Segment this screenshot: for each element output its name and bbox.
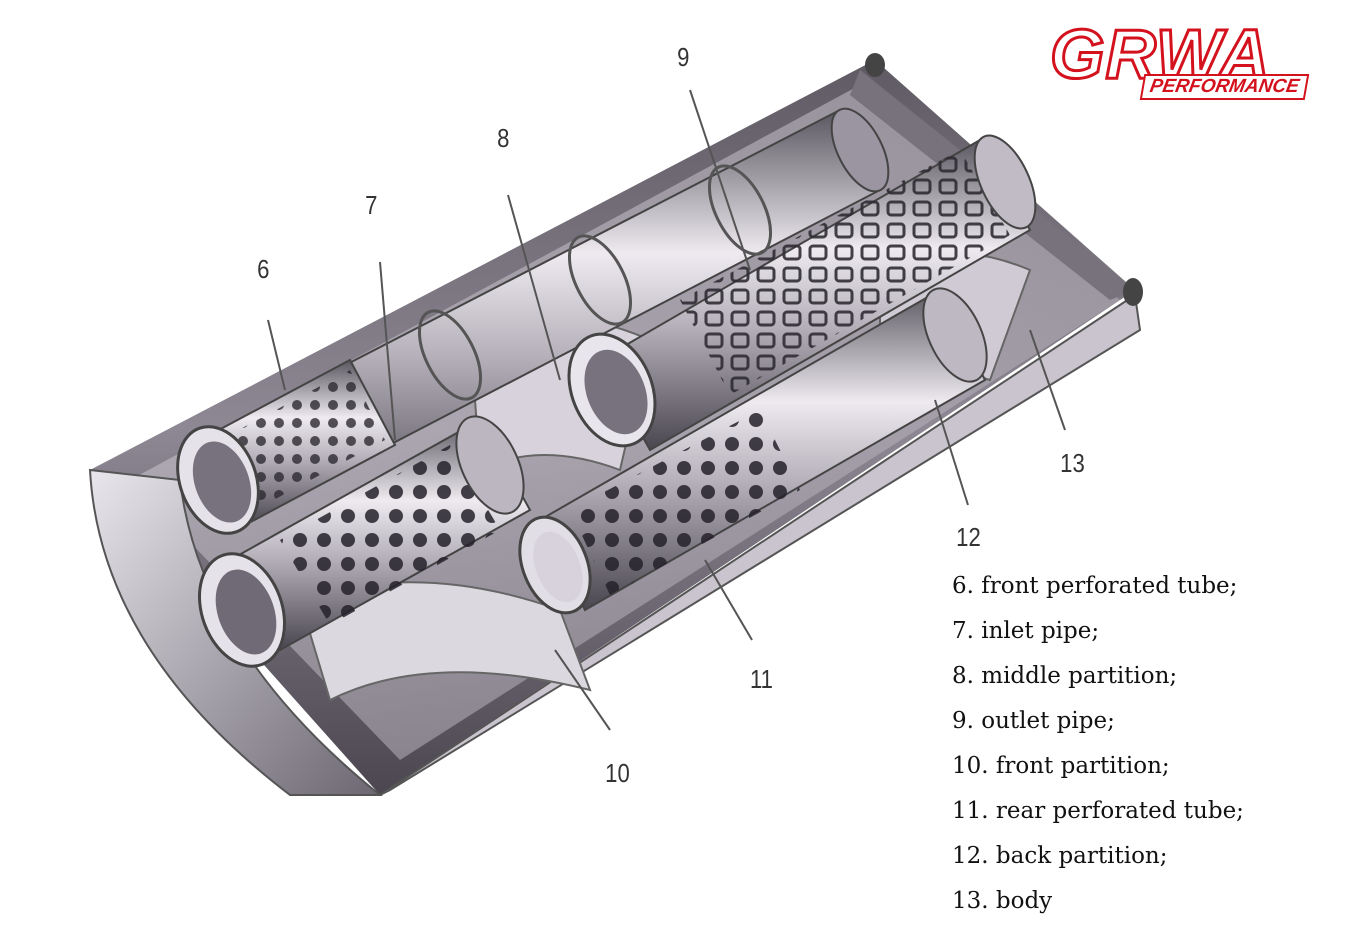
brand-tagline: PERFORMANCE [1139,74,1310,100]
callout-9: 9 [677,42,690,72]
legend-item: 11. rear perforated tube; [952,798,1244,824]
parts-legend: 6. front perforated tube; 7. inlet pipe;… [952,568,1244,928]
callout-8: 8 [497,123,510,153]
inlet-pipe [197,415,532,668]
slotted-outlet-pipe [567,134,1037,452]
callout-7: 7 [365,190,378,220]
legend-item: 13. body [952,888,1053,914]
brand-logo: GRWA PERFORMANCE [1038,10,1348,130]
callout-6: 6 [257,254,270,284]
callout-11: 11 [750,664,773,694]
leader-lines [267,89,1066,731]
legend-item: 8. middle partition; [952,663,1178,689]
legend-item: 6. front perforated tube; [952,573,1238,599]
callout-12: 12 [956,522,981,552]
callout-13: 13 [1060,448,1085,478]
rear-perforated-tube [518,287,988,615]
callout-10: 10 [605,758,630,788]
legend-item: 9. outlet pipe; [952,708,1115,734]
legend-item: 7. inlet pipe; [952,618,1100,644]
front-perforated-tube [176,358,397,535]
legend-item: 12. back partition; [952,843,1168,869]
legend-item: 10. front partition; [952,753,1170,779]
